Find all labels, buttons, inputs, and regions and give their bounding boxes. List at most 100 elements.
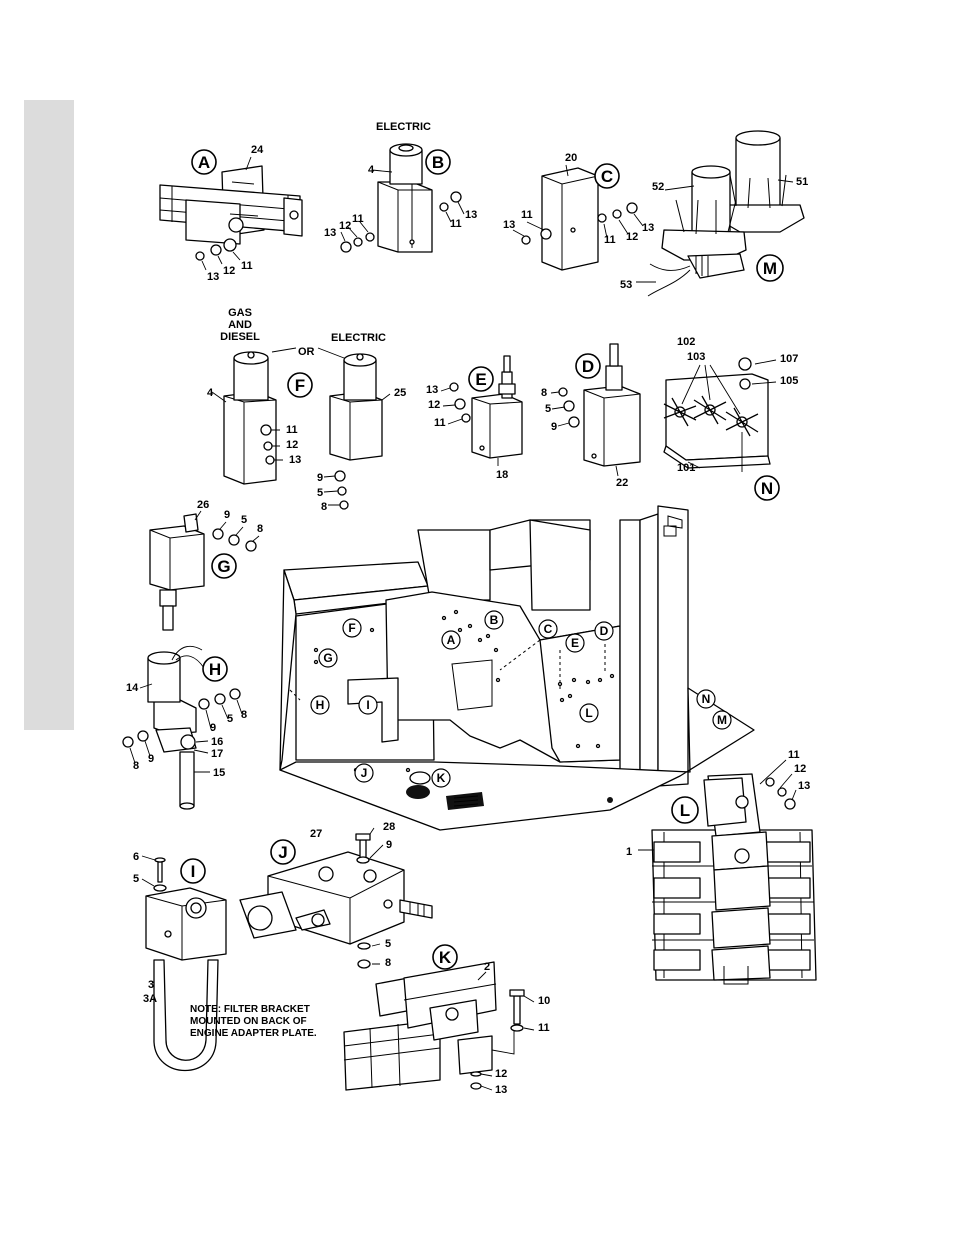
assembly-h-solenoid-switch	[122, 645, 243, 810]
part-number-label: 4	[368, 164, 375, 176]
part-number-label: 13	[324, 227, 336, 239]
frame-callout-circle	[431, 768, 451, 788]
heading-electric-b: ELECTRIC	[376, 121, 431, 133]
callout-letter: A	[198, 153, 210, 172]
part-number-label: 20	[565, 152, 577, 164]
part-number-label: 53	[620, 279, 632, 291]
frame-callout-circle	[712, 710, 732, 730]
part-number-label: 12	[794, 763, 806, 775]
callout-circle	[425, 149, 451, 175]
part-number-label: 9	[386, 839, 392, 851]
callout-j: J	[270, 839, 296, 865]
part-number-label: 25	[394, 387, 406, 399]
frame-callout-letter: F	[348, 621, 355, 635]
part-number-label: 9	[224, 509, 230, 521]
frame-callout-circle	[565, 633, 585, 653]
frame-callout-n: N	[696, 689, 716, 709]
main-frame-mounting-plate	[279, 505, 755, 831]
callout-circle	[211, 553, 237, 579]
frame-callout-circle	[358, 695, 378, 715]
frame-callout-letter: C	[544, 622, 553, 636]
assembly-a-valve-bank	[159, 156, 303, 271]
assembly-n-knob-bracket	[663, 357, 777, 472]
frame-callout-letter: H	[316, 698, 325, 712]
part-number-label: 24	[251, 144, 264, 156]
frame-callout-h: H	[310, 695, 330, 715]
part-number-label: 28	[383, 821, 395, 833]
frame-callout-circle	[538, 619, 558, 639]
frame-callout-b: B	[484, 610, 504, 630]
frame-callout-a: A	[441, 630, 461, 650]
callout-letter: H	[209, 660, 221, 679]
note-line-2: MOUNTED ON BACK OF	[190, 1016, 307, 1027]
callout-letter: K	[439, 948, 452, 967]
part-number-label: 9	[317, 472, 323, 484]
part-number-label: 12	[339, 220, 351, 232]
part-number-label: 11	[286, 424, 298, 436]
callout-c: C	[594, 163, 620, 189]
callout-e: E	[468, 366, 494, 392]
part-number-label: 15	[213, 767, 225, 779]
part-number-label: 9	[148, 753, 154, 765]
frame-callout-circle	[594, 621, 614, 641]
part-number-label: 4	[207, 387, 214, 399]
part-number-label: 11	[352, 213, 364, 225]
callout-circle	[270, 839, 296, 865]
callout-letter: G	[217, 557, 230, 576]
frame-callout-circle	[696, 689, 716, 709]
frame-callout-f: F	[342, 618, 362, 638]
assembly-g-valve	[149, 510, 260, 631]
part-number-label: 5	[241, 514, 247, 526]
part-number-label: 52	[652, 181, 664, 193]
assembly-j-manifold	[239, 827, 433, 969]
heading-gas: GAS	[228, 307, 252, 319]
frame-callout-letter: J	[361, 766, 368, 780]
part-number-label: 11	[521, 209, 533, 221]
note-line-1: NOTE: FILTER BRACKET	[190, 1004, 310, 1015]
assembly-b-solenoid-valve	[340, 143, 465, 253]
part-number-label: 5	[227, 713, 233, 725]
frame-callout-e: E	[565, 633, 585, 653]
frame-callout-letter: N	[702, 692, 711, 706]
part-number-label: 8	[385, 957, 391, 969]
callout-circle	[432, 944, 458, 970]
frame-callout-circle	[310, 695, 330, 715]
callout-k: K	[432, 944, 458, 970]
assembly-m-pump-motors	[636, 130, 805, 297]
part-number-label: 22	[616, 477, 628, 489]
part-number-label: 18	[496, 469, 508, 481]
part-number-label: 13	[798, 780, 810, 792]
frame-callout-circle	[342, 618, 362, 638]
frame-callout-circle	[354, 763, 374, 783]
frame-callout-k: K	[431, 768, 451, 788]
assembly-f-valve-options	[211, 347, 391, 510]
part-number-label: 51	[796, 176, 808, 188]
part-number-label: 12	[626, 231, 638, 243]
callout-letter: J	[278, 843, 287, 862]
part-number-label: 14	[126, 682, 139, 694]
callout-circle	[191, 149, 217, 175]
part-number-label: 11	[241, 260, 253, 272]
frame-callout-l: L	[579, 703, 599, 723]
callout-circle	[180, 858, 206, 884]
part-number-label: 12	[495, 1068, 507, 1080]
part-number-label: 17	[211, 748, 223, 760]
part-number-label: 13	[465, 209, 477, 221]
frame-callout-i: I	[358, 695, 378, 715]
part-number-label: 2	[484, 961, 490, 973]
callout-letter: D	[582, 357, 594, 376]
callout-circle	[594, 163, 620, 189]
frame-callout-d: D	[594, 621, 614, 641]
frame-callout-letter: A	[447, 633, 456, 647]
frame-callout-letter: E	[571, 636, 579, 650]
callout-circle	[575, 353, 601, 379]
part-number-label: 10	[538, 995, 550, 1007]
callout-letter: N	[761, 479, 773, 498]
callout-f: F	[287, 372, 313, 398]
part-number-label: 5	[133, 873, 139, 885]
part-number-label: 5	[545, 403, 551, 415]
part-number-label: 8	[241, 709, 247, 721]
callout-letter: I	[191, 862, 196, 881]
